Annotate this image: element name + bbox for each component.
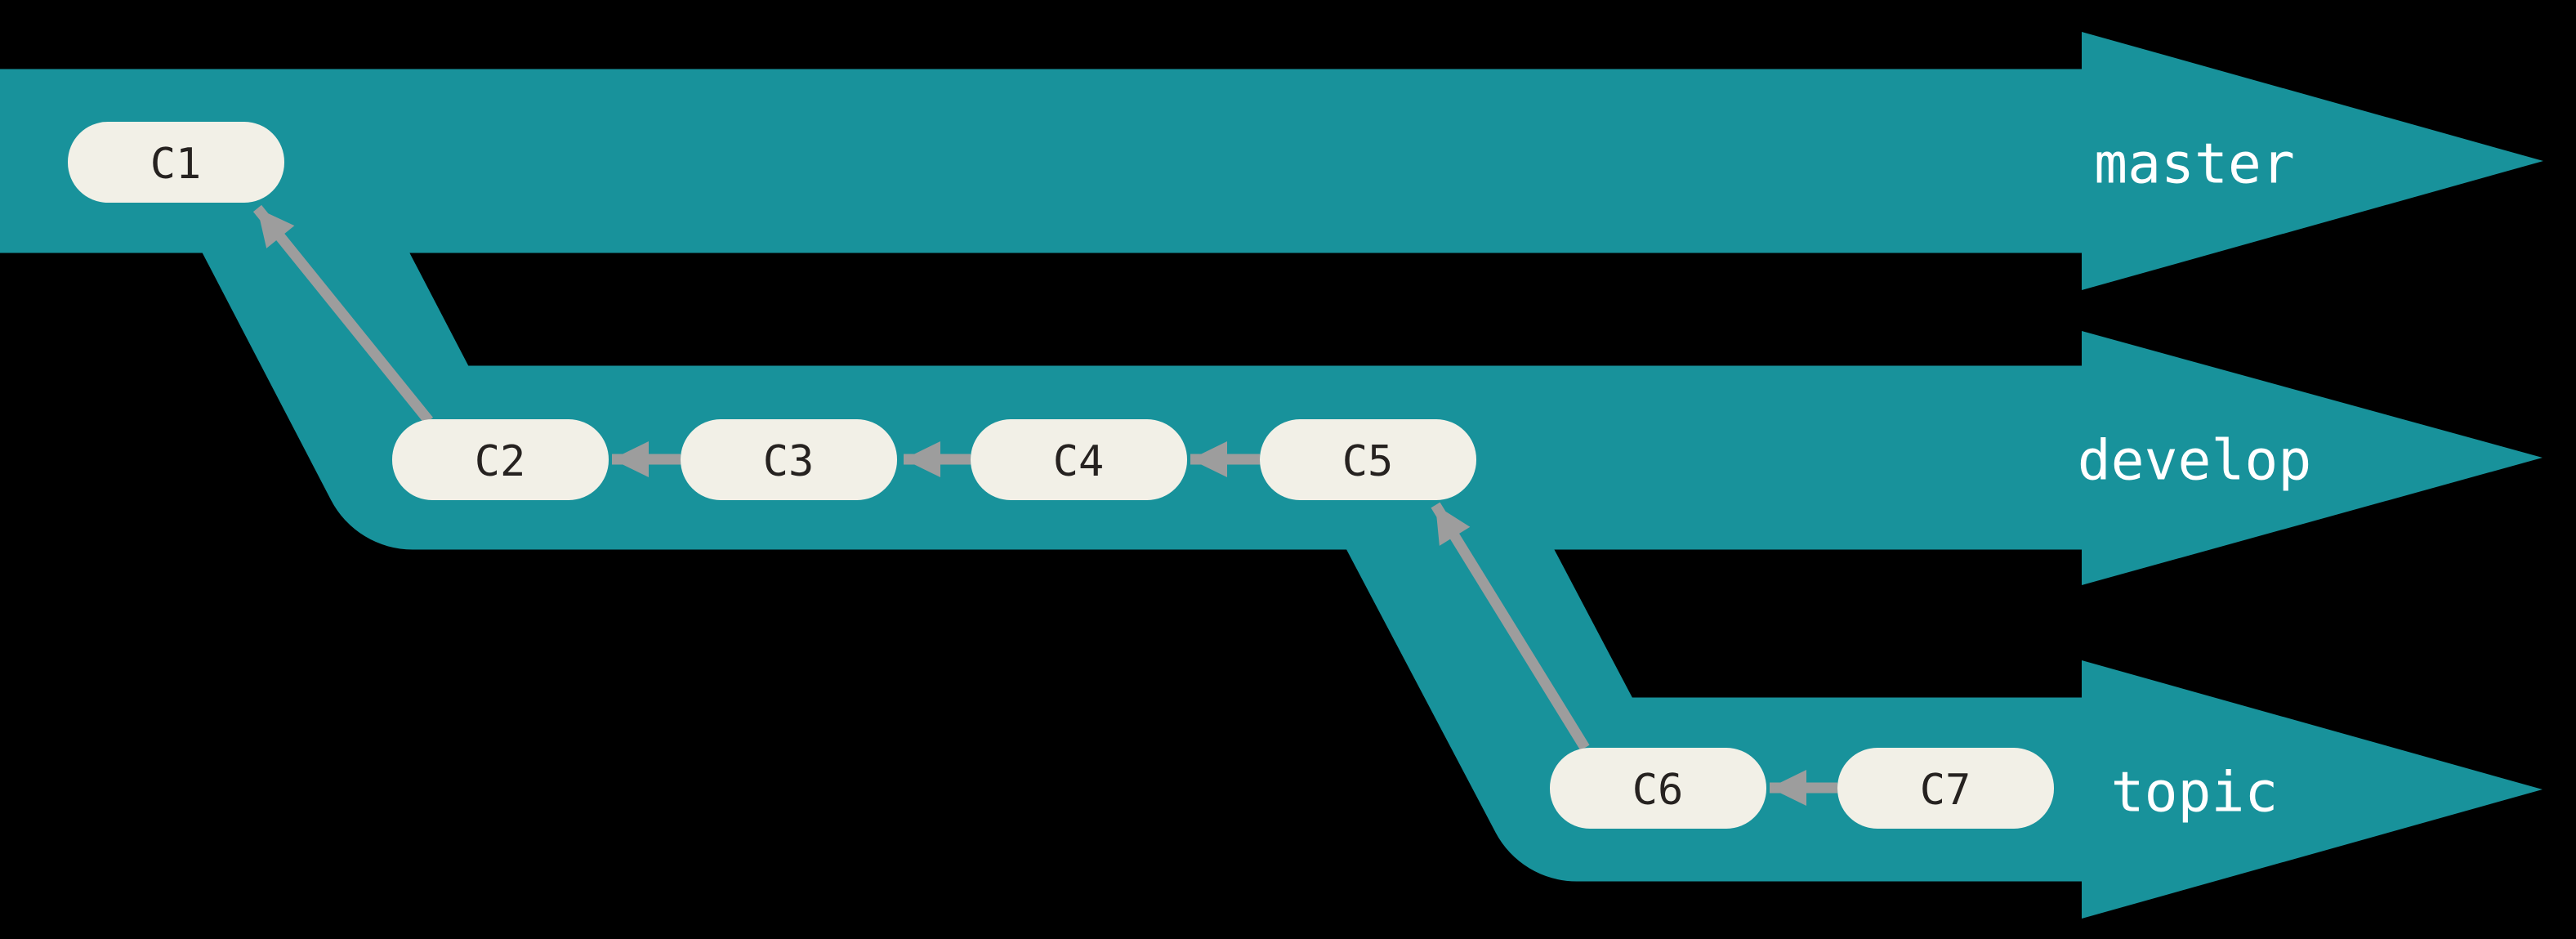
commit-node-rect	[971, 419, 1187, 500]
commit-nodes: C1 C2 C3 C4 C5 C6 C7	[68, 122, 2054, 829]
edge-c2-to-c1	[252, 204, 434, 425]
commit-node-c6: C6	[1550, 748, 1766, 829]
commit-label: C1	[150, 140, 202, 189]
commit-node-c2: C2	[392, 419, 609, 500]
branch-arrowhead-topic-icon	[2082, 660, 2543, 919]
commit-label: C2	[475, 437, 526, 486]
branch-label-master: master	[2094, 132, 2295, 197]
commit-label: C7	[1920, 766, 1971, 815]
commit-node-rect	[681, 419, 897, 500]
commit-label: C3	[763, 437, 815, 486]
branch-label-develop: develop	[2078, 429, 2312, 494]
commit-node-rect	[68, 122, 284, 203]
branch-arrowhead-master-icon	[2082, 32, 2543, 290]
edge-c6-to-c5	[1431, 502, 1590, 751]
commit-node-c5: C5	[1260, 419, 1476, 500]
commit-node-c7: C7	[1837, 748, 2054, 829]
commit-edges	[252, 204, 1837, 806]
commit-label: C5	[1342, 437, 1394, 486]
commit-node-rect	[1550, 748, 1766, 829]
commit-label: C6	[1632, 766, 1684, 815]
commit-node-c4: C4	[971, 419, 1187, 500]
commit-node-rect	[1260, 419, 1476, 500]
commit-label: C4	[1053, 437, 1105, 486]
branch-label-topic: topic	[2111, 761, 2279, 825]
commit-node-rect	[392, 419, 609, 500]
commit-node-rect	[1837, 748, 2054, 829]
commit-node-c1: C1	[68, 122, 284, 203]
branch-arrowhead-develop-icon	[2082, 331, 2543, 585]
commit-node-c3: C3	[681, 419, 897, 500]
